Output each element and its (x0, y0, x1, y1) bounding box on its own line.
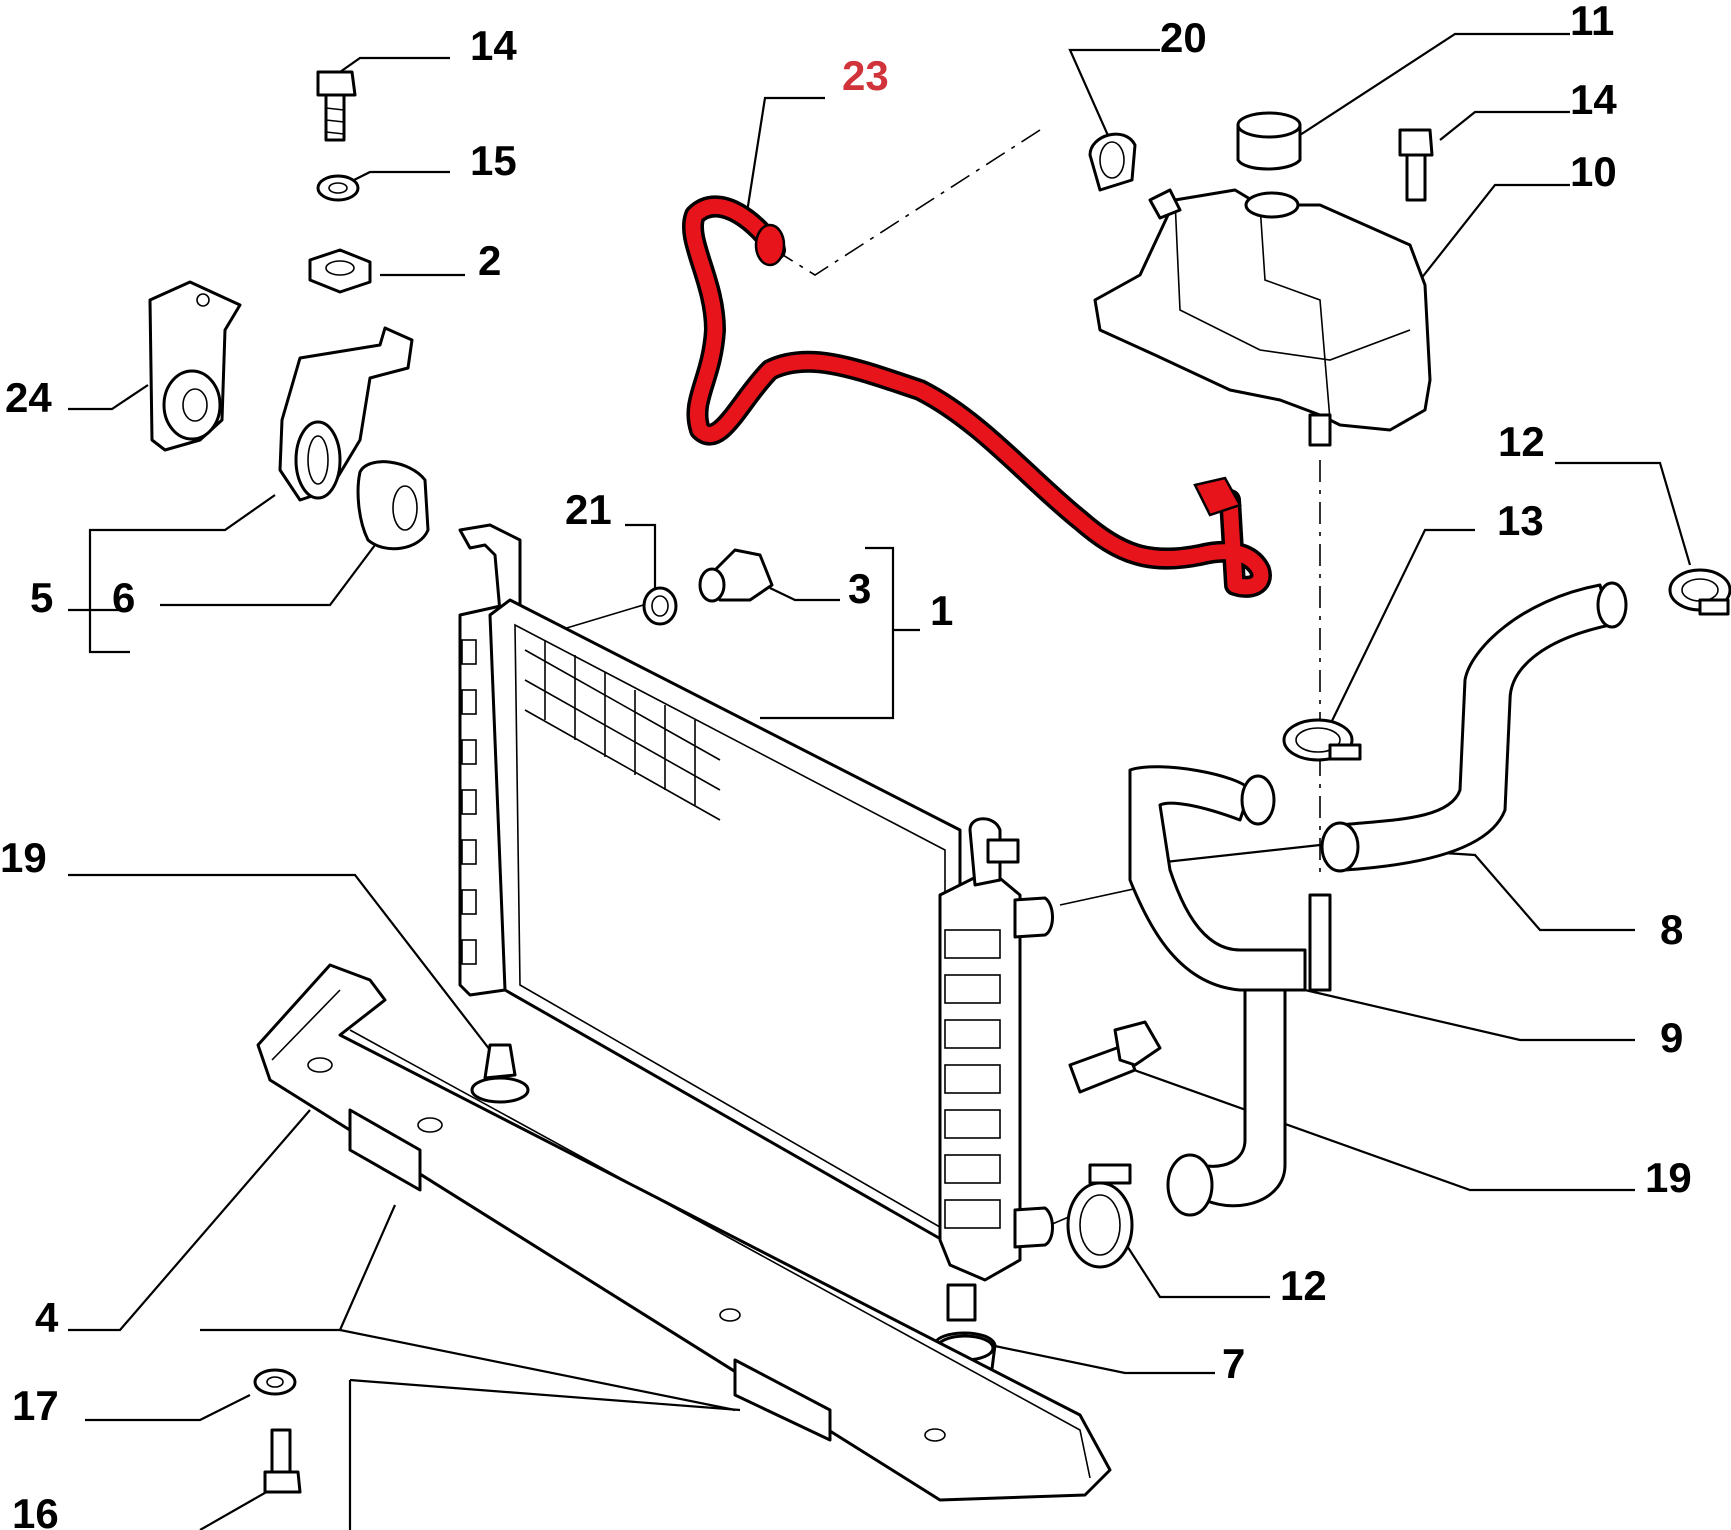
callout-15: 14 (470, 22, 517, 69)
callout-13: 13 (1497, 497, 1544, 544)
pin-19 (470, 1043, 530, 1104)
bolt-14 (1398, 128, 1434, 202)
callout-7: 7 (1222, 1340, 1245, 1387)
cap-11 (1236, 111, 1302, 171)
callout-17: 16 (12, 1490, 59, 1530)
sensor-3 (698, 548, 774, 603)
hose-8 (1320, 581, 1628, 873)
callout-18: 17 (12, 1382, 59, 1429)
callout-19: 19 (0, 834, 47, 881)
callout-2: 2 (478, 237, 501, 284)
callout-22: 21 (565, 486, 612, 533)
hose-clamp-21 (1088, 132, 1137, 192)
radiator-1 (458, 523, 1054, 1322)
callout-5: 5 (30, 574, 53, 621)
callout-9: 9 (1660, 1014, 1683, 1061)
hose-9 (1128, 765, 1332, 1217)
hose-clamp-13 (1282, 718, 1362, 762)
rubber-mount-6 (356, 460, 430, 551)
cross-member-4 (256, 963, 1112, 1502)
callout-labels: 14 15 2 24 5 6 21 3 1 23 20 11 14 10 12 … (0, 0, 1692, 1530)
callout-4: 4 (35, 1294, 59, 1341)
bolt-17 (263, 1428, 302, 1494)
callout-11: 11 (1570, 0, 1614, 44)
callout-16: 15 (470, 137, 517, 184)
bracket-24 (148, 280, 242, 452)
hose-23-highlighted (682, 195, 1272, 598)
callout-10: 10 (1570, 148, 1617, 195)
callout-1: 1 (930, 587, 953, 634)
callout-20: 19 (1645, 1154, 1692, 1201)
hose-clamp-12-bottom (1066, 1163, 1134, 1269)
hose-clamp-12-top (1668, 568, 1731, 616)
bolt-15 (316, 70, 357, 142)
leader-lines (68, 32, 1692, 1530)
callout-6: 6 (112, 574, 135, 621)
o-ring-22 (642, 586, 678, 626)
washer-18 (253, 1368, 297, 1396)
callout-21: 20 (1160, 14, 1207, 61)
callout-8: 8 (1660, 906, 1683, 953)
expansion-tank-10 (1093, 188, 1432, 447)
bracket-5 (278, 326, 414, 502)
bolt-20 (1068, 1020, 1162, 1094)
callout-12-bottom: 12 (1280, 1262, 1327, 1309)
callout-3: 3 (848, 565, 871, 612)
washer-16 (316, 174, 360, 202)
callout-12-top: 12 (1498, 418, 1545, 465)
callout-24: 24 (5, 374, 52, 421)
nut-2 (308, 248, 372, 294)
callout-14: 14 (1570, 76, 1617, 123)
callout-23: 23 (842, 52, 889, 99)
